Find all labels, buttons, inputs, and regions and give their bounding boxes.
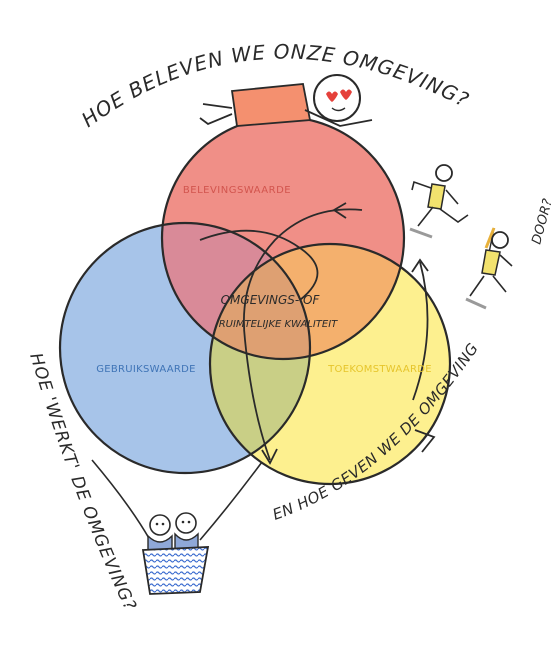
walking-figures-icon: [409, 164, 513, 310]
center-label-line2: RUIMTELIJKE KWALITEIT: [219, 319, 338, 330]
right-question-door: DOOR?: [529, 197, 556, 246]
center-label-line1: OMGEVINGS- OF: [221, 293, 321, 307]
lying-figure-icon: [199, 74, 373, 127]
right-circle-label: TOEKOMSTWAARDE: [327, 364, 432, 375]
center-overlap: [210, 244, 310, 359]
right-circulation-arrow: [412, 261, 429, 401]
balloon-basket-icon: [91, 459, 263, 595]
bottom-arrow: [414, 429, 436, 453]
top-circle-label: BELEVINGSWAARDE: [183, 185, 291, 196]
down-arrow-head: [261, 448, 278, 465]
left-circle-label: GEBRUIKSWAARDE: [96, 364, 196, 375]
top-arrow-head: [332, 202, 347, 219]
inner-loop-arrow: [199, 208, 363, 461]
